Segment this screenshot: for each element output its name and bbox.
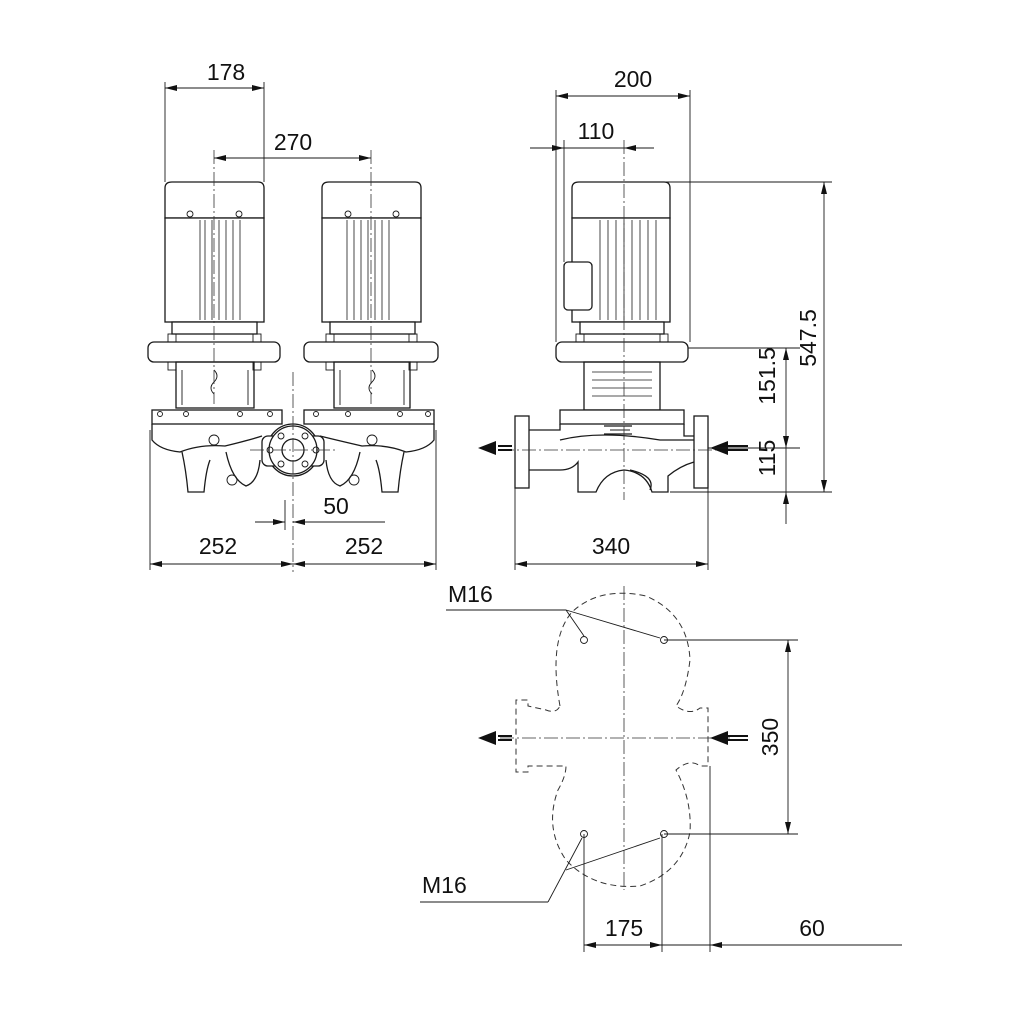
dim-label-60: 60: [799, 915, 825, 941]
flow-arrow-icon: [710, 731, 748, 745]
bolt-label-top: M16: [448, 581, 493, 607]
dim-bolt-horizontal: 175 60: [583, 766, 902, 952]
flow-arrow-icon: [478, 731, 512, 745]
dim-label-252-left: 252: [199, 533, 237, 559]
dim-heights: 547.5 151.5 115: [624, 181, 832, 524]
dim-label-175: 175: [605, 915, 643, 941]
bolt-callout-top: M16: [446, 581, 661, 639]
front-view: 178 270 50 252 252: [147, 59, 439, 572]
dim-label-252-right: 252: [345, 533, 383, 559]
side-motor: [555, 181, 689, 411]
top-view: M16 M16 350 175 60: [420, 581, 902, 952]
left-motor: [147, 181, 281, 409]
side-pump-housing: [514, 409, 709, 493]
bolt-label-bottom: M16: [422, 872, 467, 898]
dim-label-270: 270: [274, 129, 312, 155]
dim-label-178: 178: [207, 59, 245, 85]
dim-port-to-port: 340: [514, 488, 709, 570]
dim-side-offset: 110: [530, 118, 654, 262]
dim-label-110: 110: [578, 118, 615, 144]
flow-arrow-icon: [478, 441, 512, 455]
dim-label-200: 200: [614, 66, 652, 92]
dim-side-width: 200: [555, 66, 691, 342]
dim-label-151-5: 151.5: [754, 347, 780, 405]
dim-label-115: 115: [754, 440, 780, 477]
dim-half-widths: 252 252: [149, 430, 437, 570]
dim-label-350: 350: [757, 718, 783, 756]
dim-label-50: 50: [323, 493, 349, 519]
dim-motor-width: 178: [164, 59, 265, 182]
dim-label-547-5: 547.5: [795, 309, 821, 367]
twin-pump-housing: [151, 409, 435, 493]
dim-pipe-offset: 50: [255, 493, 385, 530]
bolt-callout-bottom: M16: [420, 837, 661, 903]
dim-motor-spacing: 270: [214, 129, 371, 161]
side-view: 200 110 547.5 151.5 115: [478, 66, 832, 570]
dim-label-340: 340: [592, 533, 630, 559]
dim-bolt-vertical: 350: [664, 639, 798, 835]
